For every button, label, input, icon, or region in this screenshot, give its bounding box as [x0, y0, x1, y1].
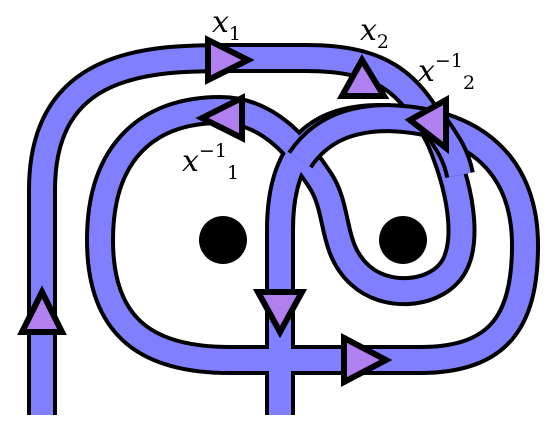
arrow-down-middle-icon [252, 289, 308, 339]
label-x1-inverse: x−11 [182, 140, 240, 184]
arrow-left-right-top-icon [404, 94, 449, 155]
arrow-right-bottom-icon [341, 333, 393, 387]
left-puncture [199, 216, 247, 264]
right-wrap-strand [84, 94, 541, 415]
arrow-right-top-icon [205, 35, 255, 85]
arrow-up-left-icon [17, 285, 67, 335]
label-x2-inverse: x−12 [418, 50, 476, 94]
arrow-up-top-right-icon [336, 54, 390, 99]
crossing-overpass-upper [287, 103, 391, 169]
label-x1: x1 [212, 5, 242, 45]
arrow-left-inner-top-icon [195, 93, 245, 143]
label-x2: x2 [360, 13, 390, 53]
right-puncture [379, 216, 427, 264]
